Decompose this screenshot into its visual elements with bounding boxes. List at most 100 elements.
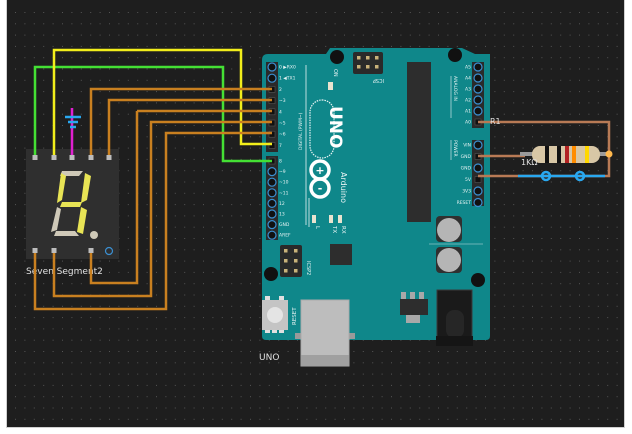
grid-dot [456,351,458,352]
grid-dot [541,125,543,126]
header-pin[interactable] [473,73,483,83]
grid-dot [127,317,129,319]
wire-orange[interactable] [89,87,272,155]
header-pin[interactable] [473,95,483,105]
header-pin[interactable] [267,62,277,72]
segment-pin-top[interactable] [32,155,38,160]
wire-orange[interactable] [33,131,272,311]
segment-pin-top[interactable] [69,155,75,160]
grid-dot [174,226,176,228]
header-pin[interactable] [474,176,482,183]
grid-dot [109,91,110,93]
grid-dot [522,294,524,296]
grid-dot [240,362,242,364]
header-pin[interactable] [267,167,277,177]
grid-dot [607,79,609,81]
grid-dot [137,91,139,93]
grid-dot [353,23,355,25]
grid-dot [550,170,552,172]
grid-dot [541,384,543,386]
grid-dot [616,373,618,375]
header-pin[interactable] [473,163,483,173]
grid-dot [560,125,562,126]
header-pin[interactable] [267,188,277,198]
grid-dot [588,328,590,330]
reset-button[interactable] [262,296,288,333]
grid-dot [503,125,505,126]
grid-dot [240,317,242,319]
wire-orange[interactable] [52,120,272,298]
header-pin[interactable] [473,140,483,150]
header-pin[interactable] [267,177,277,187]
usb-port[interactable] [295,299,355,367]
header-pin[interactable] [473,197,483,208]
segment-pin-top[interactable] [88,155,94,160]
grid-dot [15,305,16,307]
grid-dot [24,204,26,206]
arduino-brand: Arduino [339,172,348,203]
grid-dot [616,102,618,104]
grid-dot [522,351,524,352]
header-pin[interactable] [267,220,277,230]
header-pin[interactable] [267,230,277,240]
grid-dot [325,418,327,420]
icsp2-pin [284,259,288,263]
segment-pin-top[interactable] [106,155,112,160]
header-pin[interactable] [473,84,483,94]
grid-dot [381,351,383,352]
grid-dot [193,68,195,70]
resistor-r1[interactable] [520,146,613,163]
grid-dot [607,45,609,47]
grid-dot [513,294,515,296]
wire-green[interactable] [33,65,272,163]
segment-pin-bottom[interactable] [88,248,94,253]
grid-dot [400,12,402,13]
header-pin[interactable] [268,142,276,149]
resistor-terminal[interactable] [605,150,613,158]
grid-dot [278,396,280,398]
grid-dot [137,339,139,341]
wire-orange[interactable] [89,111,139,285]
grid-dot [541,91,543,93]
wire-orange[interactable] [107,98,272,155]
header-pin[interactable] [267,73,277,83]
segment-pin-bottom[interactable] [32,248,38,253]
grid-dot [353,418,355,420]
grid-dot [221,12,223,13]
common-pin-marker [104,246,114,256]
grid-dot [90,305,92,307]
grid-dot [475,396,477,398]
grid-dot [71,305,73,307]
dc-power-jack[interactable] [436,289,473,346]
grid-dot [127,181,129,183]
grid-dot [485,384,486,386]
segment-pin-bottom[interactable] [51,248,57,253]
grid-dot [165,339,167,341]
segment-pin-top[interactable] [51,155,57,160]
grid-dot [203,192,204,194]
grid-dot [362,12,364,13]
grid-dot [127,45,129,47]
grid-dot [297,339,298,341]
header-pin[interactable] [473,186,483,196]
wire-yellow[interactable] [52,48,272,155]
grid-dot [127,102,129,104]
grid-dot [174,45,176,47]
grid-dot [447,23,449,25]
grid-dot [597,317,599,319]
grid-dot [259,271,261,273]
grid-dot [597,418,599,420]
header-pin[interactable] [267,198,277,208]
header-pin[interactable] [473,106,483,116]
seven-segment-display[interactable] [26,149,119,259]
header-pin[interactable] [473,62,483,72]
grid-dot [381,384,383,386]
grid-dot [221,373,223,375]
grid-dot [259,57,261,59]
seven-segment-label: Seven Segment2 [26,267,103,277]
grid-dot [550,305,552,307]
header-pin[interactable] [267,209,277,219]
grid-dot [71,260,73,262]
grid-dot [588,339,590,341]
